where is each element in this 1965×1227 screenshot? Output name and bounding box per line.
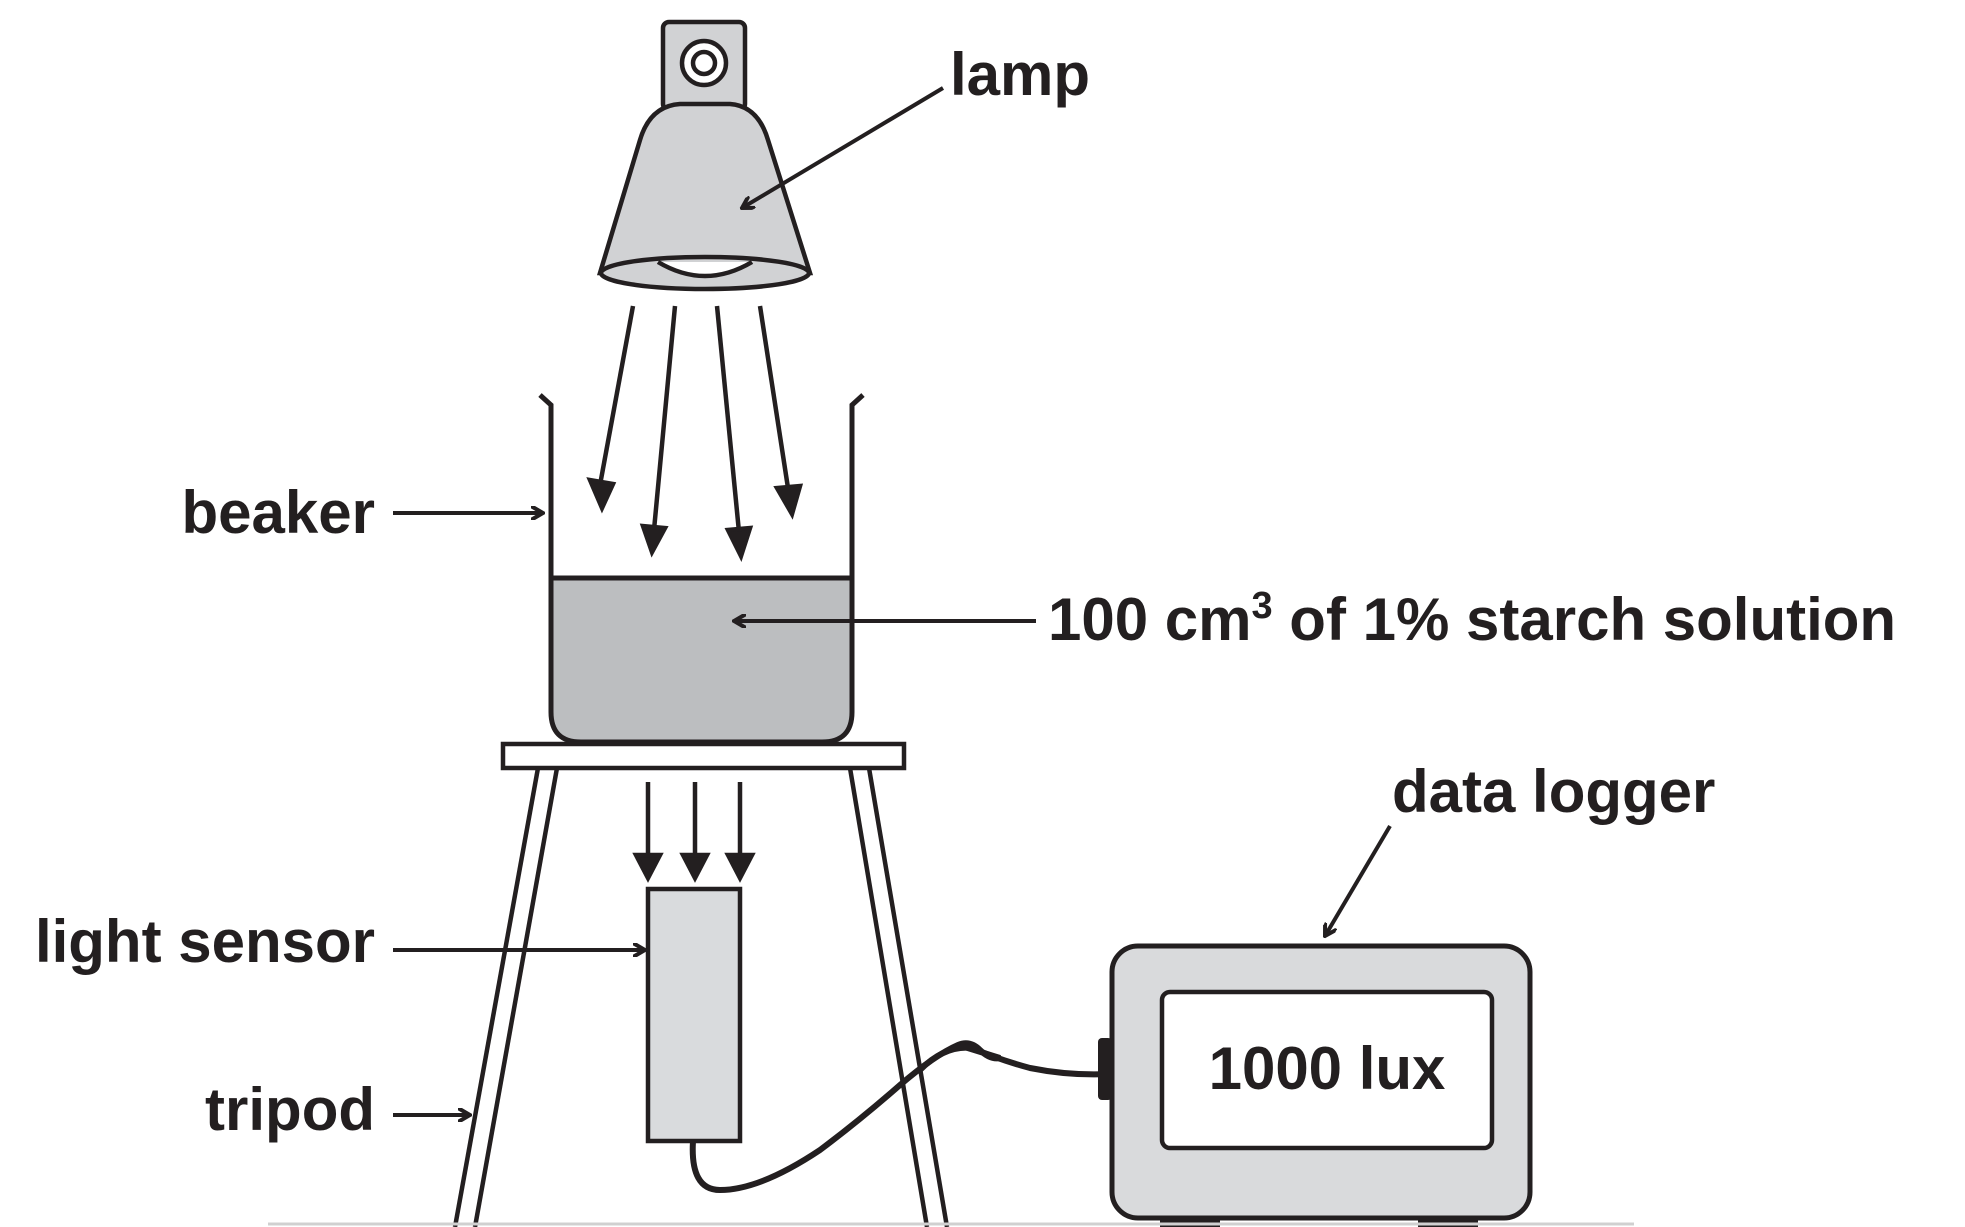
lamp-shade	[596, 101, 814, 276]
light-rays-lower	[632, 782, 756, 883]
tripod-top	[500, 741, 907, 771]
logger-screen	[1159, 989, 1495, 1151]
label-beaker: beaker	[182, 479, 375, 546]
label-light-sensor: light sensor	[35, 908, 375, 975]
label-data-logger: data logger	[1392, 758, 1715, 825]
lamp-icon	[596, 19, 814, 292]
data-logger: 1000 lux	[1098, 943, 1533, 1227]
logger-reading: 1000 lux	[1209, 1035, 1446, 1102]
logger-cable	[917, 1044, 1111, 1078]
light-sensor	[645, 886, 743, 1144]
tripod	[452, 741, 950, 1227]
lamp-pointer	[742, 86, 945, 208]
light-rays-upper	[586, 305, 804, 562]
logger-pointer	[1325, 824, 1392, 936]
label-solution: 100 cm3 of 1% starch solution	[1048, 585, 1896, 653]
starch-solution	[551, 578, 852, 742]
connector	[1098, 1038, 1112, 1100]
label-lamp: lamp	[950, 41, 1090, 108]
beaker	[538, 393, 865, 745]
label-tripod: tripod	[205, 1076, 375, 1143]
